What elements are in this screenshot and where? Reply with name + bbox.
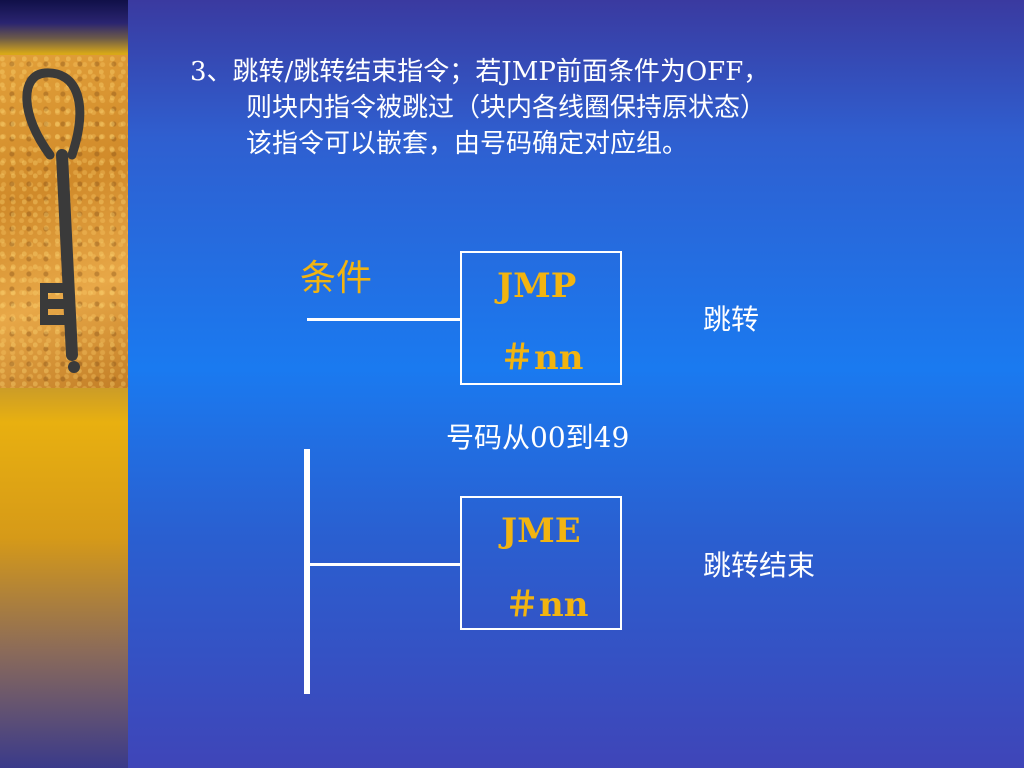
left-power-rail bbox=[304, 449, 310, 694]
jmp-operand-label: ＃nn bbox=[500, 338, 584, 378]
title-line-1: 3、跳转/跳转结束指令；若JMP前面条件为OFF， bbox=[190, 57, 770, 87]
jmp-instruction-box bbox=[460, 251, 622, 385]
number-range-note: 号码从00到49 bbox=[446, 421, 630, 454]
jme-description: 跳转结束 bbox=[703, 549, 816, 582]
jmp-input-wire bbox=[307, 318, 462, 321]
slide-title: 3、跳转/跳转结束指令；若JMP前面条件为OFF， 则块内指令被跳过（块内各线圈… bbox=[190, 54, 950, 162]
jme-input-wire bbox=[307, 563, 462, 566]
jme-instruction-label: JME bbox=[501, 511, 581, 551]
key-icon bbox=[22, 68, 85, 373]
key-image bbox=[0, 55, 128, 388]
title-line-3: 该指令可以嵌套，由号码确定对应组。 bbox=[246, 129, 689, 159]
jmp-instruction-label: JMP bbox=[497, 266, 577, 306]
jmp-description: 跳转 bbox=[703, 303, 760, 336]
condition-label: 条件 bbox=[300, 258, 373, 299]
jme-operand-label: ＃nn bbox=[505, 585, 589, 625]
title-line-2: 则块内指令被跳过（块内各线圈保持原状态） bbox=[246, 93, 767, 123]
jme-instruction-box bbox=[460, 496, 622, 630]
